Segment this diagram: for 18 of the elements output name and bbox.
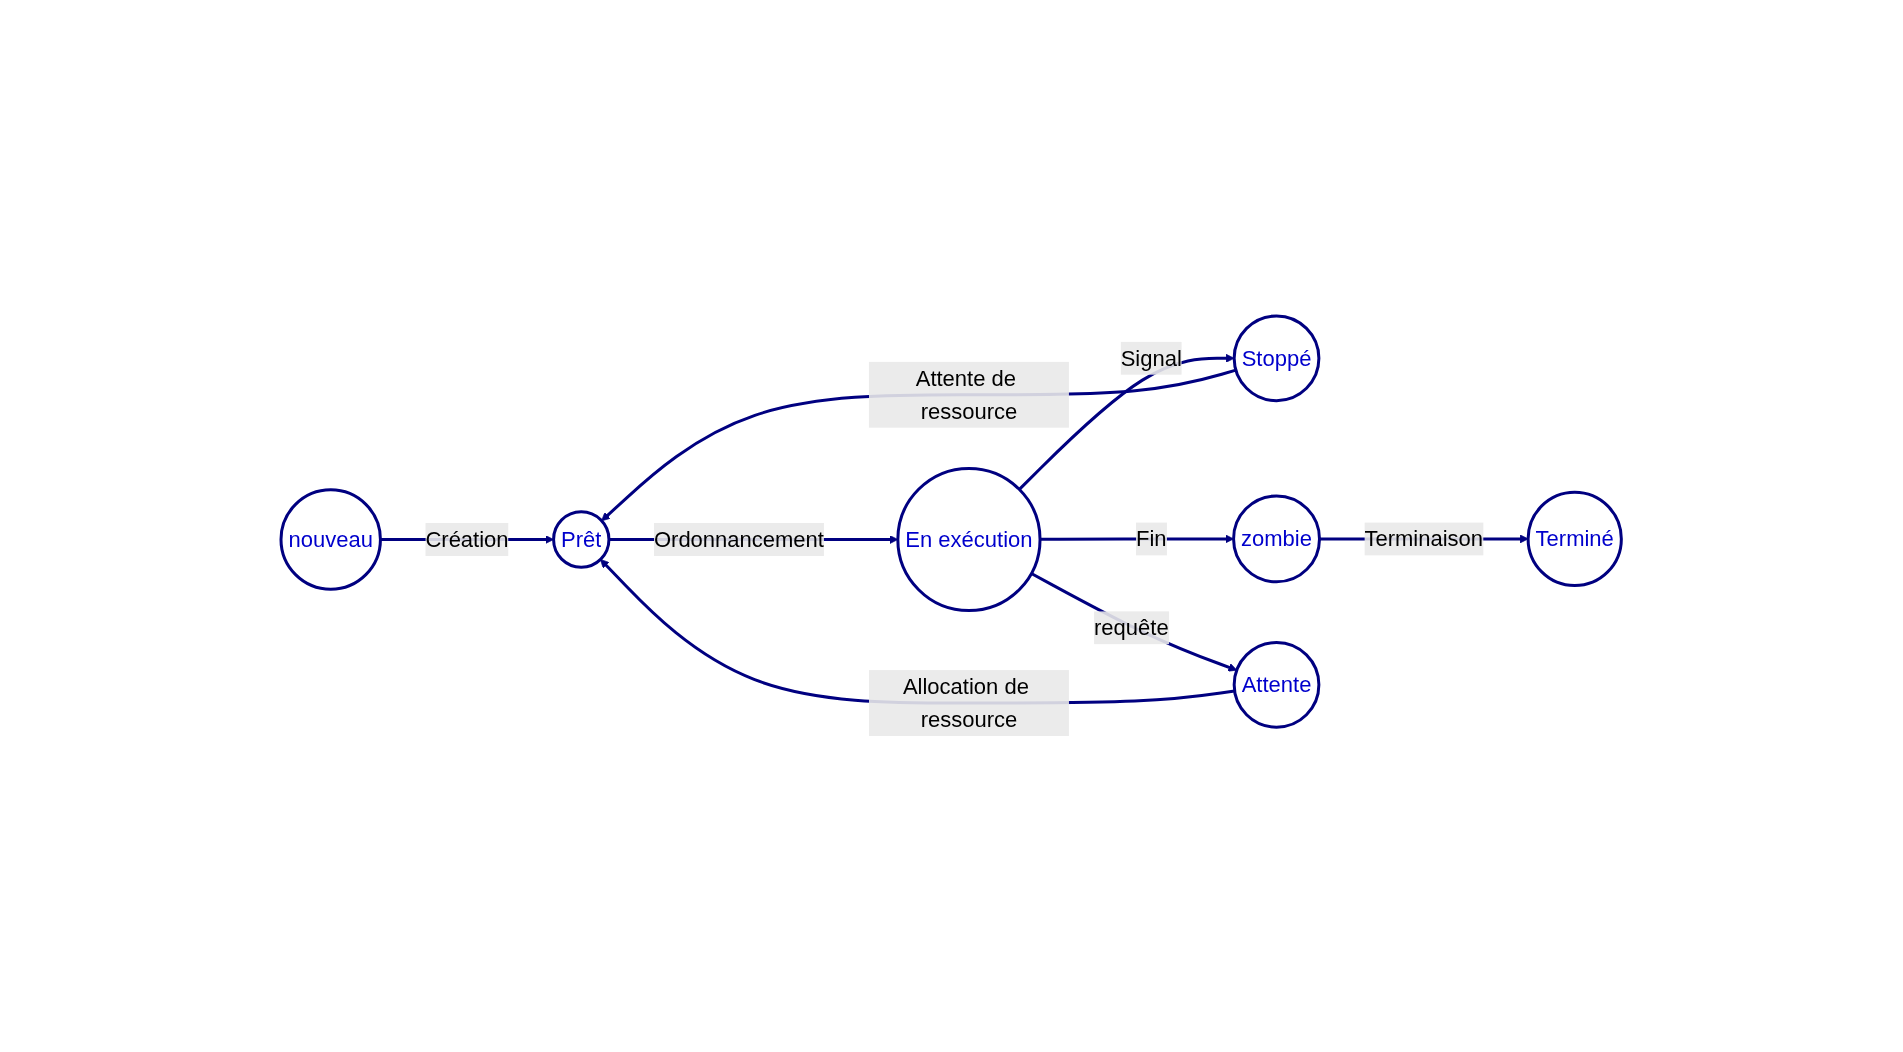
edge-label: Signal xyxy=(1121,345,1183,371)
edge-label: requête xyxy=(1094,615,1169,641)
edge-label: Création xyxy=(425,527,509,553)
node-circle: En exécution xyxy=(896,466,1042,613)
edge-label: Terminaison xyxy=(1364,526,1484,552)
node-circle: nouveau xyxy=(279,488,383,591)
edge-label: Ordonnancement xyxy=(654,527,825,553)
edge-label: Allocation de ressource xyxy=(903,674,1030,733)
arrow xyxy=(1031,572,1238,672)
node-circle: zombie xyxy=(1232,494,1322,584)
arrow xyxy=(600,559,1236,705)
node-circle: Terminé xyxy=(1526,490,1624,587)
edge-label: Attente de ressource xyxy=(916,365,1018,424)
node-circle: Attente xyxy=(1233,640,1321,729)
node-circle: Prêt xyxy=(552,510,611,569)
node-circle: Stoppé xyxy=(1233,314,1321,403)
arrow xyxy=(1018,353,1235,491)
edge-label: Fin xyxy=(1136,526,1167,552)
